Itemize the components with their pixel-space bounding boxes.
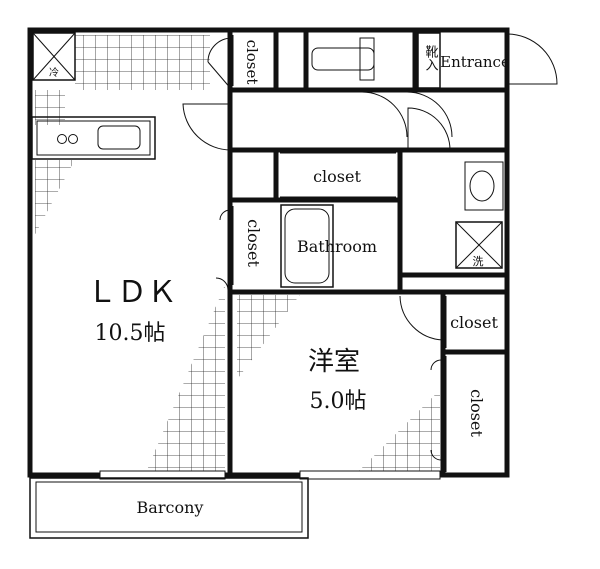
walls bbox=[27, 27, 510, 478]
bathroom-label: Bathroom bbox=[297, 237, 377, 256]
closet-label-left: closet bbox=[244, 219, 263, 267]
shoe-cabinet bbox=[417, 32, 441, 89]
balcony-label: Barcony bbox=[137, 498, 204, 517]
toilet bbox=[311, 37, 375, 81]
windows bbox=[99, 470, 441, 480]
shoebox-label: 靴入 bbox=[423, 45, 439, 71]
closet-label-right-upper: closet bbox=[450, 313, 498, 332]
entrance-label: Entrance bbox=[440, 53, 510, 71]
wash-basin bbox=[464, 161, 504, 211]
fridge-label: 冷 bbox=[49, 66, 59, 79]
bathtub bbox=[280, 204, 334, 288]
closet-label-top: closet bbox=[313, 167, 361, 186]
kitchen-counter bbox=[31, 116, 156, 160]
washer-label: 洗 bbox=[473, 255, 484, 268]
closet-label-right-lower: closet bbox=[467, 389, 486, 437]
closet-label-upper-left: closet bbox=[243, 40, 261, 85]
room-name: 洋室 bbox=[308, 347, 360, 377]
doors bbox=[182, 33, 558, 461]
fridge-space bbox=[32, 32, 76, 81]
floor-tiles bbox=[35, 35, 440, 475]
room-size: 5.0帖 bbox=[310, 389, 367, 414]
balcony bbox=[29, 477, 309, 539]
closet-rails bbox=[232, 35, 447, 472]
ldk-size: 10.5帖 bbox=[95, 321, 166, 346]
washing-machine-pan bbox=[455, 221, 503, 269]
ldk-name: ＬＤＫ bbox=[87, 275, 177, 310]
